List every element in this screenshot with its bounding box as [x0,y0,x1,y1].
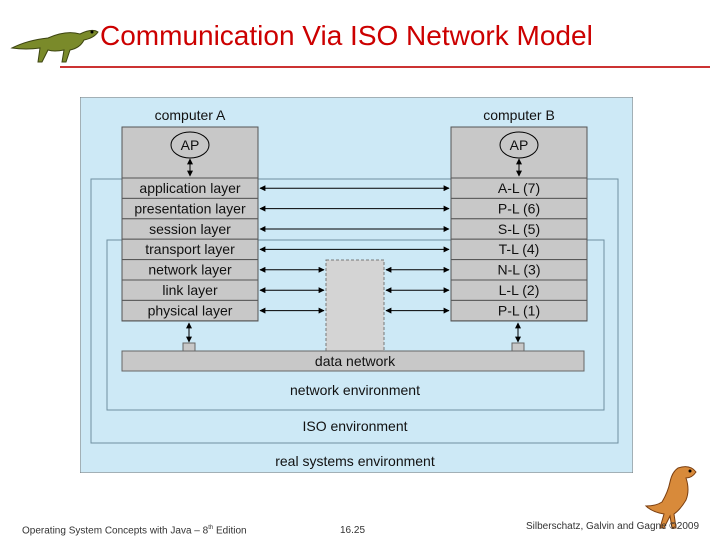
footer-page-number: 16.25 [340,525,366,536]
ap-b-label: AP [510,137,529,153]
footer-course-title: Operating System Concepts with Java – 8t… [22,525,247,536]
dinosaur-logo-icon [10,29,99,63]
peer-layer-arrows [259,185,450,314]
ap-a-oval [170,131,210,159]
computer-a-layers: application layer presentation layer sessi… [121,177,259,322]
computer-a-layer-cell [121,299,259,322]
iso-environment-frame [90,178,619,444]
computer-b-layer-label: L-L (2) [499,282,540,298]
computer-b-layer-label: T-L (4) [499,241,540,257]
computer-a-layer-label: network layer [148,262,232,278]
computer-b-layer-label: S-L (5) [498,221,540,237]
ap-b-oval [499,131,539,159]
real-systems-environment-label: real systems environment [275,453,435,469]
network-environment-frame [106,239,605,411]
computer-a-label: computer A [155,107,226,123]
title-divider [60,66,710,68]
computer-b-layer-label: P-L (6) [498,200,540,216]
computer-b-layer-label: N-L (3) [497,262,540,278]
computer-a-layer-label: session layer [149,221,231,237]
data-network-node [325,259,385,361]
computer-b-layer-cell [450,299,588,322]
network-environment-label: network environment [290,382,420,398]
data-network-label: data network [315,353,396,369]
computer-b-layer-label: A-L (7) [498,180,540,196]
computer-a-layer-label: presentation layer [134,200,246,216]
computer-b-layers: A-L (7) P-L (6) S-L (5) T-L (4) N-L (3) L-L (… [450,177,588,322]
dinosaur-mascot-icon [644,466,697,529]
slide-title: Communication Via ISO Network Model [100,20,593,51]
iso-environment-label: ISO environment [302,418,407,434]
computer-a-layer-label: transport layer [145,241,235,257]
data-network-bar [121,350,585,372]
footer-copyright: Silberschatz, Galvin and Gagne ©2009 [526,521,700,532]
computer-a-layer-label: link layer [162,282,218,298]
computer-b-layer-label: P-L (1) [498,302,540,318]
computer-a-layer-label: application layer [139,180,241,196]
footer-course-sup: th [208,525,214,531]
iso-network-diagram: computer A computer B AP AP application … [80,97,633,473]
footer-course-text: Operating System Concepts with Java – 8 [22,525,209,537]
physical-connector-b [511,342,525,352]
physical-connector-a [182,342,196,352]
computer-b-label: computer B [483,107,555,123]
ap-a-label: AP [181,137,200,153]
computer-a-layer-label: physical layer [148,302,233,318]
footer-course-suffix: Edition [213,525,247,537]
